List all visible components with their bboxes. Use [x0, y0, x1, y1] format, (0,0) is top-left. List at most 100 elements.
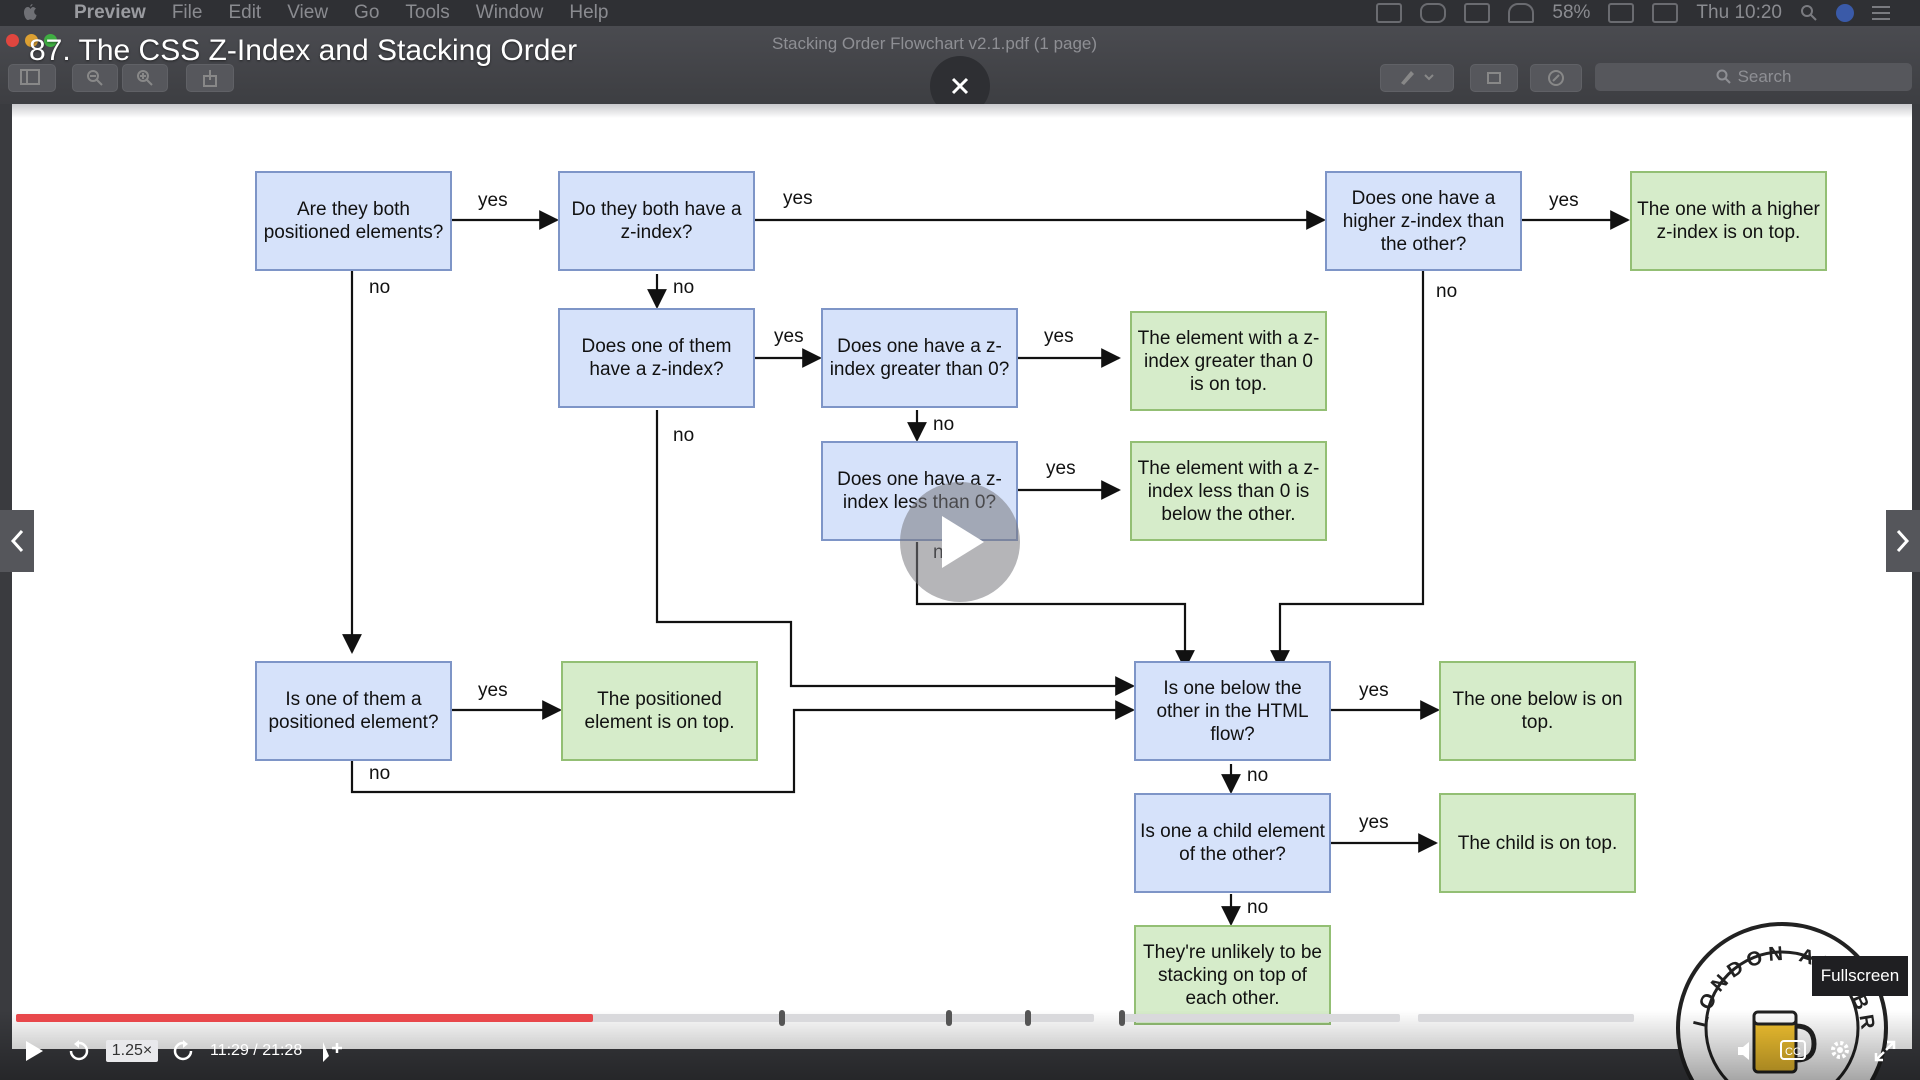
- close-icon: [951, 77, 969, 95]
- playback-speed-button[interactable]: 1.25×: [106, 1040, 158, 1062]
- sidebar-icon: [20, 69, 40, 85]
- edge-label-yes: yes: [1044, 326, 1074, 347]
- fullscreen-tooltip: Fullscreen: [1812, 956, 1908, 996]
- cloud-icon: [1420, 3, 1447, 23]
- chevron-left-icon: [10, 529, 24, 553]
- rewind-icon[interactable]: [68, 1040, 90, 1062]
- document-title: Stacking Order Flowchart v2.1.pdf (1 pag…: [772, 34, 1098, 53]
- sync-icon: [1464, 3, 1491, 23]
- svg-text:CC: CC: [1785, 1046, 1801, 1058]
- canvas-shadow: [12, 104, 1912, 118]
- menubar-clock: Thu 10:20: [1696, 2, 1782, 23]
- search-placeholder: Search: [1737, 67, 1792, 86]
- play-icon[interactable]: [24, 1040, 44, 1062]
- bookmark-add-icon[interactable]: [320, 1040, 344, 1064]
- forward-icon[interactable]: [172, 1040, 194, 1062]
- window-close-dot[interactable]: [6, 34, 19, 47]
- edge-q7-q8: [350, 700, 1135, 794]
- chapter-marker: [946, 1010, 952, 1026]
- flow-node-r3: The element with a z-index less than 0 i…: [1130, 441, 1327, 541]
- edge-label-no: no: [369, 763, 391, 784]
- chapter-marker: [1119, 1010, 1125, 1026]
- wifi-icon: [1508, 3, 1535, 23]
- flow-node-r1: The one with a higher z-index is on top.: [1630, 171, 1827, 271]
- volume-icon[interactable]: [1736, 1040, 1760, 1062]
- settings-gear-icon[interactable]: [1828, 1038, 1852, 1062]
- window-zoom-dot[interactable]: [44, 34, 57, 47]
- chevron-right-icon: [1896, 529, 1910, 553]
- flow-node-q3: Does one have a higher z-index than the …: [1325, 171, 1522, 271]
- flow-node-r4: The positioned element is on top.: [561, 661, 758, 761]
- edge-label-yes: yes: [478, 190, 508, 211]
- zoom-in-button[interactable]: [122, 64, 168, 92]
- menu-tools[interactable]: Tools: [405, 2, 450, 23]
- progress-track-segment[interactable]: [1124, 1014, 1400, 1022]
- edge-label-no: no: [1247, 897, 1269, 918]
- play-icon: [942, 516, 984, 568]
- menu-window[interactable]: Window: [475, 2, 544, 23]
- edge-label-yes: yes: [1359, 812, 1389, 833]
- progress-played: [16, 1014, 593, 1022]
- edge-label-yes: yes: [783, 188, 813, 209]
- menu-help[interactable]: Help: [569, 2, 609, 23]
- notification-center-icon: [1872, 6, 1890, 20]
- spotlight-icon: [1801, 5, 1817, 21]
- edge-label-yes: yes: [1046, 458, 1076, 479]
- progress-track-segment[interactable]: [1418, 1014, 1634, 1022]
- edge-label-no: no: [673, 425, 695, 446]
- mac-menubar: Preview File Edit View Go Tools Window H…: [0, 0, 1920, 26]
- share-icon: [203, 70, 217, 87]
- captions-icon[interactable]: CC: [1780, 1040, 1806, 1060]
- flow-node-q7: Is one of them a positioned element?: [255, 661, 452, 761]
- flow-node-q8: Is one below the other in the HTML flow?: [1134, 661, 1331, 761]
- menu-file[interactable]: File: [171, 2, 203, 23]
- menu-edit[interactable]: Edit: [228, 2, 262, 23]
- rotate-icon: [1487, 72, 1501, 84]
- edge-q4-q8: [655, 410, 1135, 696]
- lesson-title: 87. The CSS Z-Index and Stacking Order: [29, 34, 578, 67]
- markup-button[interactable]: [1380, 64, 1454, 92]
- edge-label-yes: yes: [774, 326, 804, 347]
- screen-record-icon: [1376, 3, 1403, 23]
- next-lecture-button[interactable]: [1886, 510, 1920, 572]
- edge-label-no: no: [369, 277, 391, 298]
- flow-node-q5: Does one have a z-index greater than 0?: [821, 308, 1018, 408]
- annotate-icon: [1548, 70, 1564, 86]
- search-icon: [1716, 69, 1731, 84]
- flow-node-q4: Does one of them have a z-index?: [558, 308, 755, 408]
- rotate-button[interactable]: [1470, 64, 1518, 92]
- flow-node-r6: The child is on top.: [1439, 793, 1636, 893]
- menu-preview[interactable]: Preview: [74, 2, 146, 23]
- flow-node-r2: The element with a z-index greater than …: [1130, 311, 1327, 411]
- search-field[interactable]: Search: [1595, 63, 1912, 91]
- zoom-out-icon: [87, 70, 103, 86]
- time-display: 11:29 / 21:28: [210, 1042, 303, 1059]
- edge-q3-q8: [1270, 270, 1425, 670]
- share-button[interactable]: [186, 64, 234, 92]
- chapter-marker: [779, 1010, 785, 1026]
- apple-icon: [24, 4, 37, 20]
- flowchart-connectors: [342, 210, 1630, 926]
- edge-label-no: no: [933, 414, 955, 435]
- big-play-button[interactable]: [900, 482, 1020, 602]
- menu-go[interactable]: Go: [354, 2, 380, 23]
- zoom-out-button[interactable]: [72, 64, 118, 92]
- annotate-button[interactable]: [1530, 64, 1582, 92]
- menu-view[interactable]: View: [287, 2, 329, 23]
- edge-label-no: no: [1436, 281, 1458, 302]
- edge-label-yes: yes: [1359, 680, 1389, 701]
- window-minimize-dot[interactable]: [25, 34, 38, 47]
- flow-node-q9: Is one a child element of the other?: [1134, 793, 1331, 893]
- edge-label-no: no: [673, 277, 695, 298]
- flow-node-r7: They're unlikely to be stacking on top o…: [1134, 925, 1331, 1025]
- edge-label-yes: yes: [478, 680, 508, 701]
- previous-lecture-button[interactable]: [0, 510, 34, 572]
- sidebar-toggle-button[interactable]: [8, 64, 56, 92]
- chapter-marker: [1025, 1010, 1031, 1026]
- edge-label-yes: yes: [1549, 190, 1579, 211]
- fullscreen-icon[interactable]: [1874, 1040, 1896, 1062]
- flow-node-q2: Do they both have a z-index?: [558, 171, 755, 271]
- pen-icon: [1401, 71, 1434, 85]
- flow-node-r5: The one below is on top.: [1439, 661, 1636, 761]
